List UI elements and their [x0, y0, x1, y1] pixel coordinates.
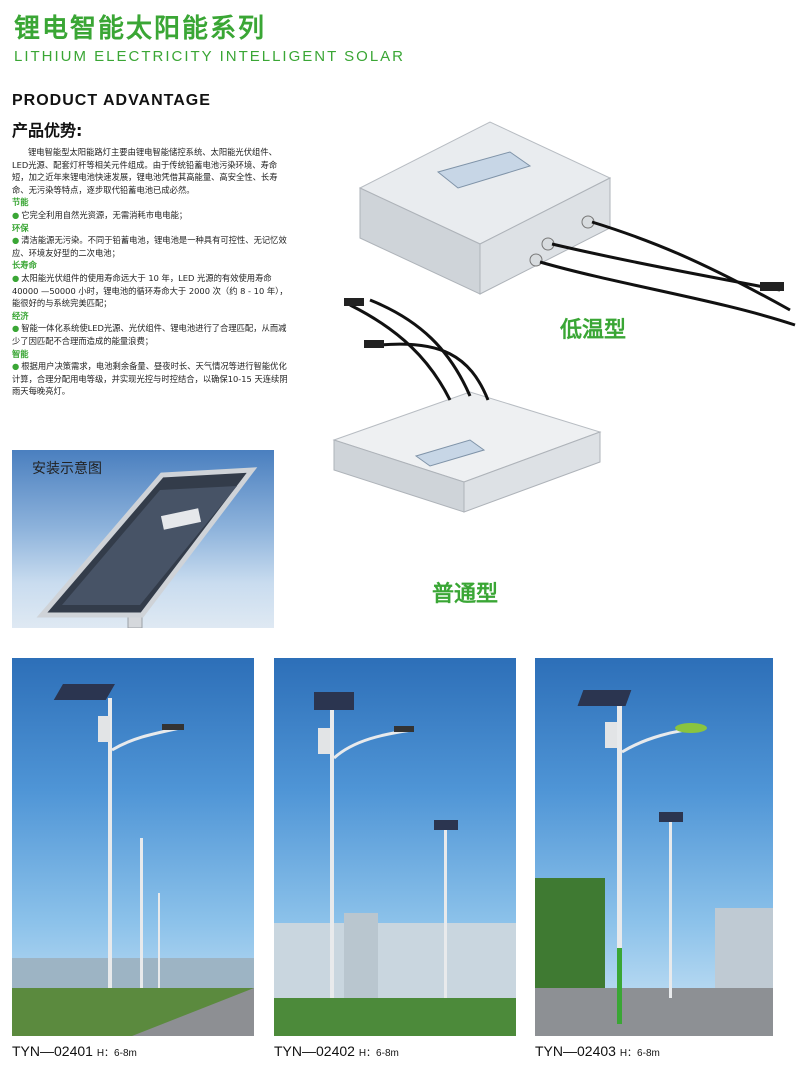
- normal-type-label: 普通型: [432, 582, 499, 607]
- battery-box-illustration: [332, 121, 796, 513]
- section-head: 长寿命: [12, 260, 37, 271]
- product-height: H：6-8m: [96, 1048, 137, 1059]
- section-text: 太阳能光伏组件的使用寿命远大于 10 年，LED 光源的有效使用寿命 40000…: [12, 272, 290, 310]
- section-text: 智能一体化系统使LED光源、光伏组件、锂电池进行了合理匹配，从而减少了因匹配不合…: [12, 322, 290, 347]
- product-photo-1: [12, 658, 254, 1036]
- product-height: H：6-8m: [619, 1048, 660, 1059]
- section-head: 环保: [12, 222, 29, 233]
- street-light-photo: [274, 692, 516, 1036]
- section-head: 节能: [12, 197, 29, 208]
- battery-box-low-temp-image: [358, 121, 796, 327]
- product-caption-2: TYN—02402 H：6-8m: [274, 1043, 399, 1059]
- street-light-photo: [535, 690, 773, 1036]
- installation-diagram: 安装示意图: [12, 450, 274, 628]
- product-caption-1: TYN—02401 H：6-8m: [12, 1043, 137, 1059]
- product-photo-2: [274, 658, 516, 1036]
- product-height: H：6-8m: [358, 1048, 399, 1059]
- product-model: TYN—02402: [274, 1043, 355, 1059]
- product-model: TYN—02403: [535, 1043, 616, 1059]
- installation-label: 安装示意图: [32, 461, 102, 477]
- street-light-photo: [12, 684, 254, 1036]
- section-head: 智能: [12, 348, 29, 359]
- installation-diagram-image: [36, 467, 258, 628]
- battery-box-normal-image: [332, 298, 602, 513]
- page-title-en: LITHIUM ELECTRICITY INTELLIGENT SOLAR: [14, 48, 406, 65]
- advantage-title-en: PRODUCT ADVANTAGE: [12, 92, 211, 109]
- advantage-intro: 锂电智能型太阳能路灯主要由锂电智能储控系统、太阳能光伏组件、LED光源、配套灯杆…: [12, 147, 278, 195]
- section-text: 清洁能源无污染。不同于铅蓄电池，锂电池是一种具有可控性、无记忆效应、环境友好型的…: [12, 234, 290, 259]
- low-temp-type-label: 低温型: [560, 318, 627, 343]
- product-caption-3: TYN—02403 H：6-8m: [535, 1043, 660, 1059]
- advantage-title-cn: 产品优势:: [12, 121, 83, 140]
- section-head: 经济: [12, 310, 29, 321]
- page-title-cn: 锂电智能太阳能系列: [14, 14, 267, 44]
- advantage-text: 锂电智能型太阳能路灯主要由锂电智能储控系统、太阳能光伏组件、LED光源、配套灯杆…: [12, 146, 290, 398]
- section-text: 它完全利用自然光资源，无需消耗市电电能；: [12, 209, 290, 222]
- product-model: TYN—02401: [12, 1043, 93, 1059]
- section-text: 根据用户决策需求，电池剩余备量、昼夜时长、天气情况等进行智能优化计算，合理分配用…: [12, 360, 290, 398]
- product-photo-3: [535, 658, 773, 1036]
